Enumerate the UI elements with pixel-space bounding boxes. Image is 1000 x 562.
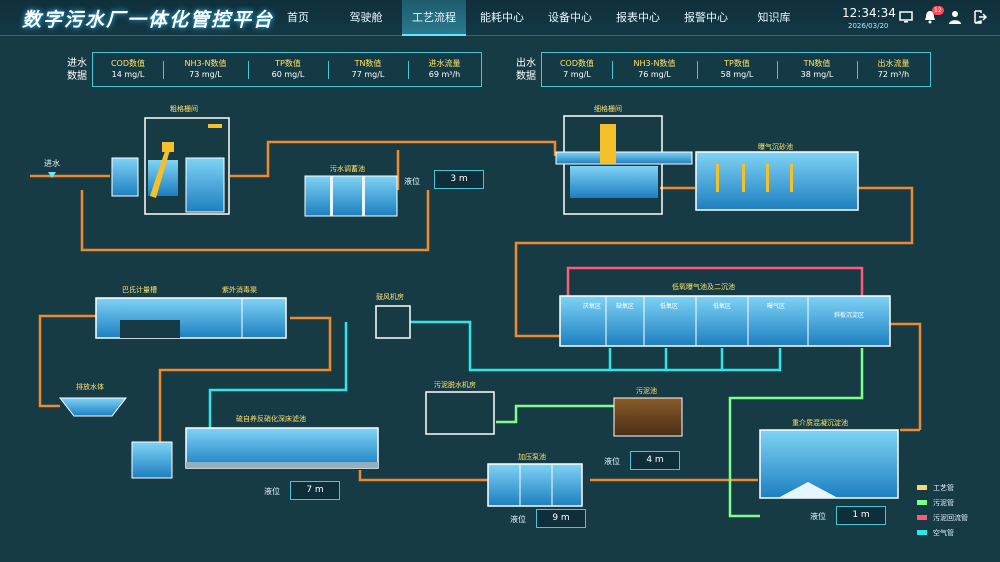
legend-swatch (917, 530, 927, 535)
sludge-level-value: 4 m (630, 451, 680, 470)
monitor-icon[interactable] (898, 9, 914, 25)
logout-icon[interactable] (972, 9, 988, 25)
equalization-tank-label: 污水调蓄池 (330, 165, 365, 173)
notification-badge: 12 (932, 6, 944, 15)
legend-swatch (917, 500, 927, 505)
sludge-return-pipe (566, 266, 864, 296)
app-title: 数字污水厂一体化管控平台 (22, 9, 275, 31)
nav-equipment[interactable]: 设备中心 (548, 11, 592, 24)
process-pipes (30, 140, 922, 482)
filter-level-label: 液位 (264, 487, 280, 496)
pump-level-value: 9 m (536, 509, 586, 528)
equalization-level-value: 3 m (434, 170, 484, 189)
equalization-level-label: 液位 (404, 177, 420, 186)
filter-level-value: 7 m (290, 481, 340, 500)
sludge-pipes (496, 348, 864, 518)
inflow-data-label: 进水数据 (67, 58, 87, 82)
deep-bed-filter-label: 硫自养反硝化深床滤池 (236, 415, 306, 423)
grit-chamber (695, 151, 859, 211)
nav-home[interactable]: 首页 (287, 11, 309, 24)
uv-disinfection-label: 紫外消毒渠 (222, 286, 257, 294)
legend-item: 污泥回流管 (917, 510, 968, 525)
user-icon[interactable] (947, 9, 963, 25)
legend-item: 污泥管 (917, 495, 968, 510)
legend-item: 工艺管 (917, 480, 968, 495)
nav-alarms[interactable]: 报警中心 (684, 11, 728, 24)
coagulation-tank (759, 429, 899, 499)
top-bar: 数字污水厂一体化管控平台 首页 驾驶舱 工艺流程 能耗中心 设备中心 报表中心 … (0, 0, 1000, 36)
outflow-data-label: 出水数据 (516, 58, 536, 82)
low-oxygen-tank-label: 低氧曝气池及二沉池 (672, 283, 735, 291)
sludge-tank (613, 397, 683, 437)
air-pipes (208, 320, 782, 446)
fine-screen-building (555, 115, 693, 215)
equalization-tank (304, 175, 398, 217)
fine-screen-label: 细格栅间 (594, 105, 622, 113)
coarse-screen-label: 粗格栅间 (170, 105, 198, 113)
discharge-label: 排放水体 (76, 383, 104, 391)
blower-room-label: 鼓风机房 (376, 293, 404, 301)
deep-bed-filter (131, 427, 379, 479)
zone-anoxic: 缺氧区 (616, 303, 635, 310)
zone-low-oxygen-1: 低氧区 (660, 303, 679, 310)
nav-reports[interactable]: 报表中心 (616, 11, 660, 24)
parshall-uv (95, 297, 287, 339)
pipe-legend: 工艺管 污泥管 污泥回流管 空气管 (917, 480, 968, 540)
legend-item: 空气管 (917, 525, 968, 540)
inlet-label: 进水 (44, 159, 60, 168)
coag-level-value: 1 m (836, 506, 886, 525)
nav-energy[interactable]: 能耗中心 (480, 11, 524, 24)
blower-room (375, 305, 411, 339)
low-oxygen-tank (559, 295, 891, 347)
clock: 12:34:34 (842, 6, 896, 20)
legend-swatch (917, 515, 927, 520)
parshall-flume-label: 巴氏计量槽 (122, 286, 157, 294)
nav-process-flow[interactable]: 工艺流程 (402, 0, 466, 36)
pressure-pump-tank (487, 463, 583, 507)
discharge-water-body (58, 397, 128, 417)
pressure-pump-label: 加压泵池 (518, 453, 546, 461)
date: 2026/03/20 (848, 22, 889, 30)
legend-swatch (917, 485, 927, 490)
sludge-dewatering-room (425, 391, 495, 435)
sludge-tank-label: 污泥池 (636, 387, 657, 395)
zone-inclined-settling: 斜板沉淀区 (834, 312, 865, 319)
sludge-level-label: 液位 (604, 457, 620, 466)
coarse-screen-building (111, 117, 230, 215)
main-nav: 首页 驾驶舱 工艺流程 能耗中心 设备中心 报表中心 报警中心 知识库 (266, 0, 810, 36)
zone-low-oxygen-2: 低氧区 (713, 303, 732, 310)
nav-cockpit[interactable]: 驾驶舱 (349, 11, 383, 24)
nav-knowledge[interactable]: 知识库 (757, 11, 791, 24)
coagulation-tank-label: 重介质混凝沉淀池 (792, 419, 848, 427)
grit-chamber-label: 曝气沉砂池 (758, 143, 793, 151)
zone-aeration: 曝气区 (767, 303, 786, 310)
zone-anaerobic: 厌氧区 (583, 303, 602, 310)
coag-level-label: 液位 (810, 512, 826, 521)
pump-level-label: 液位 (510, 515, 526, 524)
sludge-dewatering-label: 污泥脱水机房 (434, 381, 476, 389)
